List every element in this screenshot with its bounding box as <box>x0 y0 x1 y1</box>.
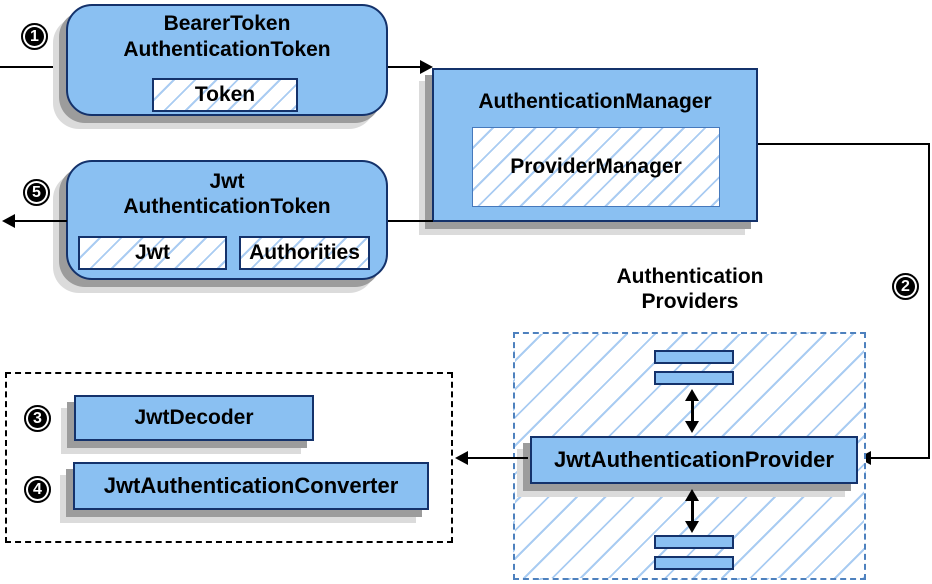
jwt-authentication-converter-box: JwtAuthenticationConverter <box>73 462 429 510</box>
arrowhead-up-icon <box>685 489 699 501</box>
step-4-badge: 4 <box>24 476 51 503</box>
bearer-token-title-line1: BearerToken <box>163 12 291 35</box>
bearer-token-title-line2: AuthenticationToken <box>123 38 331 61</box>
step2-line-horizontal-bottom <box>868 457 930 459</box>
provider-stack-item <box>654 350 734 364</box>
double-arrow-shaft <box>691 498 694 524</box>
jwt-authentication-token-box: Jwt AuthenticationToken Jwt Authorities <box>66 160 388 280</box>
step-1-badge: 1 <box>21 23 48 50</box>
authentication-providers-label-line1: Authentication <box>616 265 764 288</box>
step-5-badge: 5 <box>23 179 50 206</box>
token-field: Token <box>152 78 298 112</box>
provider-stack-item <box>654 535 734 549</box>
bearer-token-authentication-token-box: BearerToken AuthenticationToken Token <box>66 4 388 116</box>
provider-manager-field: ProviderManager <box>472 127 720 207</box>
provider-stack-item <box>654 556 734 570</box>
authentication-providers-label: Authentication Providers <box>555 264 825 314</box>
jwt-authentication-token-title-line1: Jwt <box>209 170 245 193</box>
jwt-authentication-token-title: Jwt AuthenticationToken <box>68 162 386 219</box>
provider-stack-item <box>654 371 734 385</box>
authentication-manager-title: AuthenticationManager <box>478 90 712 113</box>
arrowhead-down-icon <box>685 521 699 533</box>
authentication-manager-box: AuthenticationManager ProviderManager <box>432 68 758 222</box>
arrowhead-right-icon <box>420 60 433 74</box>
bearer-to-manager-line <box>388 66 422 68</box>
arrowhead-down-icon <box>685 421 699 433</box>
arrowhead-up-icon <box>685 389 699 401</box>
outgoing-result-line <box>8 220 67 222</box>
jwt-authentication-provider-box: JwtAuthenticationProvider <box>530 436 858 484</box>
double-arrow-shaft <box>691 398 694 424</box>
arrowhead-left-icon <box>455 451 468 465</box>
step-3-badge: 3 <box>24 405 51 432</box>
authentication-providers-label-line2: Providers <box>641 290 739 313</box>
authorities-field: Authorities <box>239 236 370 270</box>
step2-line-horizontal-top <box>758 143 930 145</box>
incoming-request-line <box>0 66 67 68</box>
provider-to-decoder-line <box>465 457 528 459</box>
manager-to-jwt-token-line <box>388 220 433 222</box>
double-arrow-icon <box>684 489 700 533</box>
authentication-providers-group: JwtAuthenticationProvider <box>513 332 866 580</box>
jwt-decoder-box: JwtDecoder <box>74 395 314 441</box>
step-2-badge: 2 <box>892 273 919 300</box>
bearer-token-title: BearerToken AuthenticationToken <box>68 6 386 63</box>
decoder-converter-group: JwtDecoder JwtAuthenticationConverter <box>5 372 453 543</box>
jwt-field: Jwt <box>78 236 227 270</box>
step2-line-vertical <box>928 143 930 459</box>
double-arrow-icon <box>684 389 700 433</box>
arrowhead-left-icon <box>2 214 15 228</box>
jwt-authentication-token-title-line2: AuthenticationToken <box>123 195 331 218</box>
